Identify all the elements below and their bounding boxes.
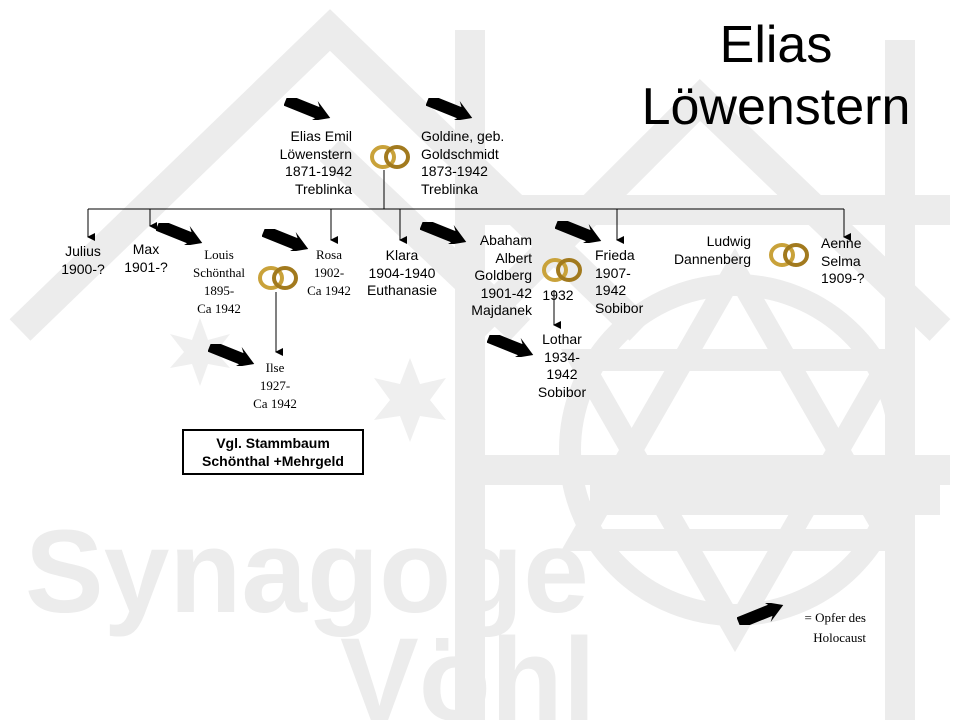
person-line: 1907- <box>595 264 631 281</box>
person-julius: Julius 1900-? <box>52 243 114 278</box>
person-line: Louis <box>204 247 234 262</box>
person-line: Treblinka <box>421 180 479 197</box>
person-line: Frieda <box>595 247 635 263</box>
black-arrow-icon <box>262 229 309 251</box>
person-line: Majdanek <box>471 302 532 318</box>
legend-arrow-icon <box>737 603 784 625</box>
watermark-word-1: Synagoge <box>25 506 589 638</box>
person-line: 1904-1940 <box>368 264 436 281</box>
person-aenne: Aenne Selma 1909-? <box>821 235 865 288</box>
person-line: Treblinka <box>294 180 352 197</box>
person-ludwig: Ludwig Dannenberg <box>674 233 751 268</box>
person-line: Ilse <box>265 360 285 375</box>
person-line: Ca 1942 <box>197 301 241 316</box>
person-line: 1871-1942 <box>285 163 352 179</box>
person-line: Goldberg <box>474 267 532 283</box>
wedding-rings-icon <box>769 243 809 267</box>
black-arrow-icon <box>420 222 467 244</box>
reference-line: Vgl. Stammbaum <box>216 435 330 451</box>
person-line: 1942 <box>546 366 578 382</box>
person-line: 1942 <box>595 282 627 298</box>
wedding-rings-icon <box>542 258 582 282</box>
person-line: Sobibor <box>595 299 644 316</box>
person-line: 1902- <box>313 265 345 280</box>
person-line: Sobibor <box>537 383 587 400</box>
marriage-year: 1932 <box>542 287 574 303</box>
legend-line: = Opfer des <box>804 610 866 625</box>
black-arrow-icon <box>156 223 203 245</box>
person-line: 1927- <box>259 378 291 393</box>
person-line: Goldschmidt <box>421 145 499 162</box>
person-line: Dannenberg <box>673 250 751 267</box>
black-arrow-icon <box>487 335 534 357</box>
person-line: 1901-? <box>124 258 168 275</box>
person-line: Rosa <box>316 247 342 262</box>
wedding-rings-icon <box>258 266 298 290</box>
person-frieda: Frieda 1907- 1942 Sobibor <box>595 247 643 317</box>
legend-line: Holocaust <box>813 630 866 645</box>
person-line: Selma <box>821 252 861 269</box>
reference-line: Schönthal +Mehrgeld <box>202 453 344 469</box>
person-line: Aenne <box>821 235 862 251</box>
person-line: Ca 1942 <box>307 283 351 298</box>
person-line: Lothar <box>542 331 582 347</box>
person-line: Max <box>132 241 160 257</box>
person-klara: Klara 1904-1940 Euthanasie <box>358 247 446 300</box>
watermark-word-2: Vöhl <box>340 614 596 720</box>
reference-family-tree-box: Vgl. Stammbaum Schönthal +Mehrgeld <box>182 429 364 475</box>
person-line: 1934- <box>544 348 580 365</box>
person-line: Abaham <box>479 232 532 248</box>
page-title: Elias Löwenstern <box>600 14 952 138</box>
person-line: 1901-42 <box>480 284 532 301</box>
person-line: Ludwig <box>706 233 751 249</box>
person-line: Klara <box>385 247 419 263</box>
person-line: 1873-1942 <box>421 163 488 179</box>
person-louis: Louis Schönthal 1895- Ca 1942 <box>180 246 258 318</box>
person-line: Schönthal <box>193 265 245 280</box>
title-line-2: Löwenstern <box>641 78 911 136</box>
black-arrow-icon <box>208 344 255 366</box>
person-ilse: Ilse 1927- Ca 1942 <box>244 359 306 413</box>
black-arrow-icon <box>284 98 331 120</box>
person-line: 1895- <box>203 283 235 298</box>
person-line: Ca 1942 <box>253 396 297 411</box>
person-line: 1909-? <box>821 270 865 286</box>
person-rosa: Rosa 1902- Ca 1942 <box>298 246 360 300</box>
person-line: Elias Emil <box>290 128 352 144</box>
person-line: Löwenstern <box>279 145 352 162</box>
person-abraham: Abaham Albert Goldberg 1901-42 Majdanek <box>471 232 532 320</box>
black-arrow-icon <box>555 221 602 243</box>
person-line: 1900-? <box>61 260 105 277</box>
black-arrow-icon <box>426 98 473 120</box>
person-line: Goldine, geb. <box>421 128 505 144</box>
person-line: Julius <box>65 243 101 259</box>
person-line: Euthanasie <box>366 282 438 298</box>
person-goldine: Goldine, geb. Goldschmidt 1873-1942 Treb… <box>421 128 504 198</box>
person-elias-emil: Elias Emil Löwenstern 1871-1942 Treblink… <box>280 128 352 198</box>
person-max: Max 1901-? <box>116 241 176 276</box>
legend-label: = Opfer des Holocaust <box>788 608 866 648</box>
person-lothar: Lothar 1934- 1942 Sobibor <box>530 331 594 401</box>
wedding-rings-icon <box>370 145 410 169</box>
person-line: Albert <box>495 249 532 266</box>
title-line-1: Elias <box>719 16 833 74</box>
